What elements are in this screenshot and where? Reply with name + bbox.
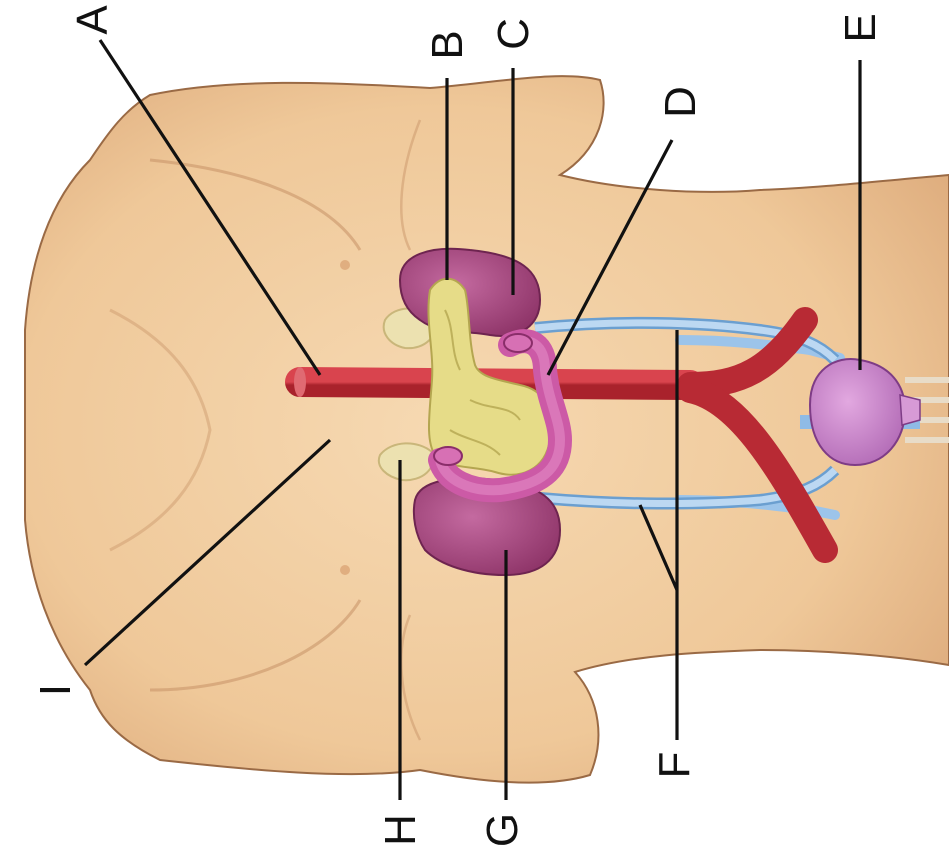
label-h: H	[376, 814, 425, 846]
label-e: E	[836, 13, 885, 42]
label-a: A	[68, 5, 117, 35]
label-g: G	[478, 813, 527, 847]
label-f: F	[650, 752, 699, 779]
label-b: B	[423, 30, 472, 59]
label-i: I	[31, 684, 80, 696]
label-c: C	[489, 18, 538, 50]
label-d: D	[656, 86, 705, 118]
